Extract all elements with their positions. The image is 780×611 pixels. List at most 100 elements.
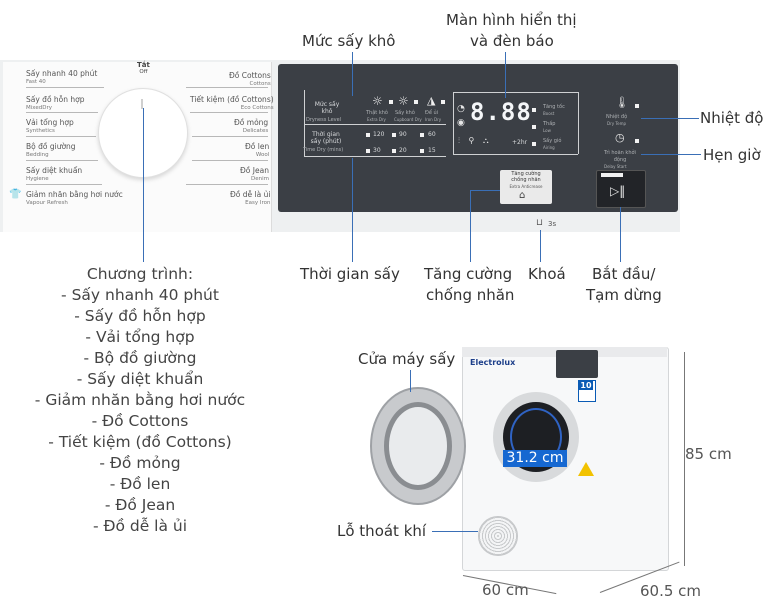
led-indicator xyxy=(635,104,639,108)
play-pause-icon: ▷‖ xyxy=(610,184,626,198)
led-indicator xyxy=(420,149,424,153)
callout-dryness: Mức sấy khô xyxy=(302,32,396,50)
dryness-level-iron-en: Iron Dry xyxy=(425,117,442,122)
temp-button-label[interactable]: Nhiệt độ xyxy=(606,114,628,120)
divider xyxy=(304,156,446,157)
led-indicator xyxy=(366,133,370,137)
lock-hint: 3s xyxy=(548,220,557,228)
program-list-item: - Đồ Cottons xyxy=(91,412,189,430)
callout-line xyxy=(143,108,144,262)
dryness-label-en: Dryness Level xyxy=(306,117,342,123)
program-list-item: - Sấy diệt khuẩn xyxy=(76,370,204,388)
program-list-item: - Đồ Jean xyxy=(104,496,176,514)
callout-time: Thời gian sấy xyxy=(300,265,400,283)
program-list-item: - Vải tổng hợp xyxy=(85,328,195,346)
program-list-item: - Bộ đồ giường xyxy=(83,349,197,367)
dryer-control-panel xyxy=(556,350,598,378)
callout-delay: Hẹn giờ xyxy=(703,146,761,164)
anticrease-button[interactable] xyxy=(500,170,552,204)
callout-display-2: và đèn báo xyxy=(470,32,554,50)
speed-low-en: Low xyxy=(543,128,551,133)
time-option-60: 60 xyxy=(428,131,436,138)
dryness-level-extra: Thật khô xyxy=(366,110,388,116)
program-list-item: - Tiết kiệm (đồ Cottons) xyxy=(48,433,232,451)
program-list-item: - Giảm nhăn bằng hơi nước xyxy=(34,391,246,409)
divider xyxy=(26,136,96,137)
divider xyxy=(304,124,446,125)
speed-boost-en: Boost xyxy=(543,111,555,116)
program-list-item: - Đồ mỏng xyxy=(99,454,181,472)
led-indicator xyxy=(392,149,396,153)
divider xyxy=(186,184,268,185)
delay-button-label-en: Delay Start xyxy=(604,164,627,169)
program-list-item: - Đồ dễ là ủi xyxy=(92,517,188,535)
program-label-eco-cottons: Tiết kiệm (đồ Cottons)Eco Cottons xyxy=(190,95,274,112)
led-indicator xyxy=(392,133,396,137)
callout-start: Bắt đầu/ xyxy=(592,265,656,283)
start-indicator xyxy=(601,173,623,177)
callout-line xyxy=(641,118,699,119)
divider xyxy=(453,92,454,154)
callout-line xyxy=(641,154,701,155)
callout-display: Màn hình hiển thị xyxy=(446,11,577,29)
h2o-label: +2hr xyxy=(512,139,528,146)
program-list-item: - Sấy đồ hỗn hợp xyxy=(74,307,206,325)
dryness-level-iron: Để ủi xyxy=(425,110,439,116)
divider xyxy=(26,160,98,161)
time-option-20: 20 xyxy=(399,147,407,154)
clock-icon: ◷ xyxy=(615,131,625,144)
callout-line xyxy=(410,370,411,392)
time-option-15: 15 xyxy=(428,147,436,154)
wifi-icon: ◔ xyxy=(457,104,465,114)
led-indicator xyxy=(389,100,393,104)
callout-line xyxy=(540,230,541,262)
air-vent xyxy=(478,516,518,556)
callout-line xyxy=(432,531,478,532)
divider xyxy=(453,92,578,93)
divider xyxy=(453,154,578,155)
led-indicator xyxy=(366,149,370,153)
lock-icon: ⊔ xyxy=(536,218,544,228)
shirt-icon: 👕 xyxy=(9,189,22,200)
led-indicator xyxy=(441,100,445,104)
crease-icon: ⌂ xyxy=(519,190,526,201)
status-icons: ⫶ ⚲ ⛬ xyxy=(458,136,492,145)
dimension-line xyxy=(684,352,685,566)
sun-icon: ☼ xyxy=(398,94,409,108)
anticrease-button-label: Tăng cường chống nhăn xyxy=(511,171,541,183)
callout-lock: Khoá xyxy=(528,265,566,283)
program-list: Chương trình: - Sấy nhanh 40 phút - Sấy … xyxy=(0,264,280,537)
divider xyxy=(190,112,268,113)
callout-anticrease-2: chống nhăn xyxy=(426,286,515,304)
callout-vent: Lỗ thoát khí xyxy=(337,522,427,540)
dryness-label: Mức sấy khô xyxy=(314,101,340,115)
led-indicator xyxy=(635,139,639,143)
dryer-door-glass xyxy=(384,402,452,490)
program-list-item: - Sấy nhanh 40 phút xyxy=(61,286,219,304)
callout-door: Cửa máy sấy xyxy=(358,350,456,368)
callout-line xyxy=(620,207,621,262)
thermometer-icon: 🌡 xyxy=(615,96,629,109)
divider xyxy=(186,87,268,88)
delay-button-label[interactable]: Trì hoãn khởi động xyxy=(604,150,636,163)
anticrease-button-label-en: Extra Anticrease xyxy=(509,184,543,189)
speed-airing: Sấy gió xyxy=(543,138,562,144)
segment-display: 8.88 xyxy=(470,98,532,126)
divider xyxy=(192,160,268,161)
led-indicator xyxy=(420,133,424,137)
callout-line xyxy=(470,190,471,262)
speed-airing-en: Airing xyxy=(543,145,555,150)
divider xyxy=(192,136,268,137)
temp-button-label-en: Dry Temp xyxy=(607,121,627,126)
callout-anticrease: Tăng cường xyxy=(424,265,513,283)
dryness-level-cupboard: Sấy khô xyxy=(395,110,415,116)
iron-icon: ◮ xyxy=(427,94,436,107)
led-indicator xyxy=(532,108,536,112)
divider xyxy=(578,92,579,154)
